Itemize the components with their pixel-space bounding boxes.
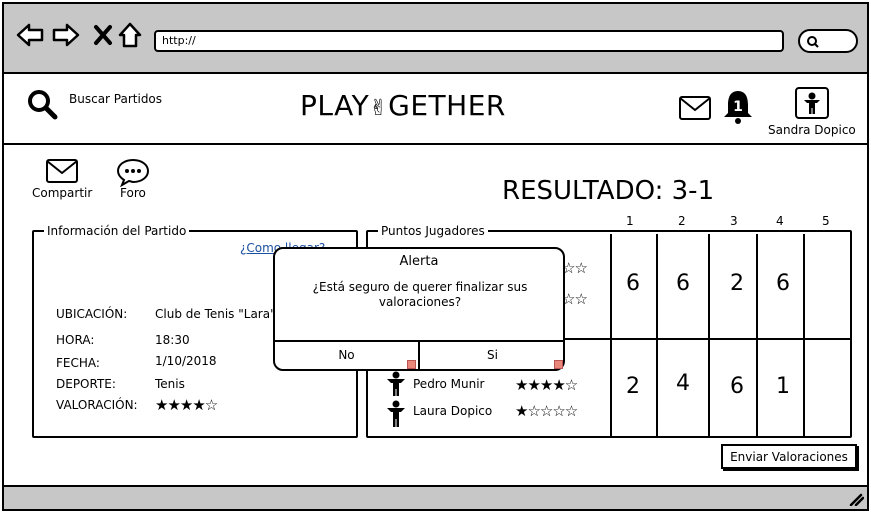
forward-arrow-icon[interactable] (51, 20, 81, 50)
team2-set-score: 6 (730, 374, 744, 399)
player-rating-stars[interactable]: ★☆☆☆☆ (515, 402, 578, 420)
send-ratings-button[interactable]: Enviar Valoraciones (721, 444, 857, 469)
score-divider (803, 234, 805, 438)
match-info-legend: Información del Partido (47, 224, 187, 238)
team2-set-score: 1 (776, 374, 790, 399)
browser-status-bar (2, 485, 869, 511)
rating-label: VALORACIÓN: (56, 398, 138, 412)
mail-icon[interactable] (678, 95, 712, 121)
browser-search-field[interactable] (798, 29, 858, 53)
time-label: HORA: (56, 333, 95, 347)
close-icon[interactable] (89, 20, 119, 50)
match-result: RESULTADO: 3-1 (502, 176, 715, 206)
location-label: UBICACIÓN: (56, 307, 128, 321)
user-avatar-icon[interactable] (794, 86, 830, 120)
match-rating-stars[interactable]: ★★★★☆ (155, 396, 218, 414)
notification-count: 1 (733, 99, 743, 115)
result-score: 3-1 (671, 176, 715, 206)
team-divider (366, 338, 852, 340)
yes-button[interactable]: Si (420, 342, 565, 371)
score-divider (756, 234, 758, 438)
set-header: 5 (822, 214, 830, 228)
team1-set-score: 6 (626, 271, 640, 296)
home-icon[interactable] (116, 20, 146, 50)
score-divider (708, 234, 710, 438)
set-header: 1 (626, 214, 634, 228)
sport-value: Tenis (155, 377, 185, 391)
search-icon[interactable] (26, 88, 58, 120)
share-mail-icon[interactable] (45, 158, 79, 184)
player-icon (387, 400, 405, 427)
player-name: Pedro Munir (413, 377, 485, 391)
link-marker-icon (407, 360, 416, 369)
app-logo: PLAY✌GETHER (300, 89, 506, 122)
set-header: 3 (730, 214, 738, 228)
share-button[interactable]: Compartir (32, 186, 93, 200)
team2-set-score: 2 (626, 374, 640, 399)
set-header: 4 (776, 214, 784, 228)
sport-label: DEPORTE: (56, 377, 116, 391)
dialog-buttons: No Si (275, 340, 563, 371)
date-value: 1/10/2018 (155, 354, 217, 368)
player-name: Laura Dopico (413, 404, 493, 418)
team1-set-score: 2 (730, 271, 744, 296)
location-value: Club de Tenis "Lara" (155, 307, 276, 321)
app-header: Buscar Partidos PLAY✌GETHER 1 Sandra Dop… (4, 74, 867, 145)
player-rating-stars[interactable]: ☆☆ (562, 290, 588, 308)
time-value: 18:30 (155, 333, 190, 347)
team1-set-score: 6 (776, 271, 790, 296)
user-name[interactable]: Sandra Dopico (768, 123, 856, 137)
no-button[interactable]: No (275, 342, 420, 371)
date-label: FECHA: (56, 356, 100, 370)
player-rating-stars[interactable]: ★★★★☆ (515, 376, 578, 394)
dialog-title: Alerta (399, 254, 439, 269)
alert-dialog: Alerta ¿Está seguro de querer finalizar … (273, 247, 565, 371)
player-icon (387, 371, 405, 396)
back-arrow-icon[interactable] (15, 20, 45, 50)
forum-button[interactable]: Foro (120, 186, 146, 200)
link-marker-icon (554, 360, 563, 369)
bell-icon[interactable]: 1 (721, 89, 755, 125)
peace-hand-icon: ✌ (369, 96, 389, 121)
resize-handle-icon[interactable] (848, 492, 864, 506)
score-divider (610, 234, 612, 438)
search-icon (807, 36, 819, 48)
player-points-legend: Puntos Jugadores (381, 224, 485, 238)
set-header: 2 (678, 214, 686, 228)
score-divider (656, 234, 658, 438)
url-field[interactable]: http:// (154, 30, 784, 52)
player-rating-stars[interactable]: ☆☆ (562, 259, 588, 277)
search-matches-link[interactable]: Buscar Partidos (69, 92, 163, 106)
chat-bubble-icon[interactable] (116, 157, 150, 187)
team2-set-score: 4 (676, 371, 690, 396)
team1-set-score: 6 (676, 271, 690, 296)
dialog-message: ¿Está seguro de querer finalizar sus val… (312, 280, 528, 309)
